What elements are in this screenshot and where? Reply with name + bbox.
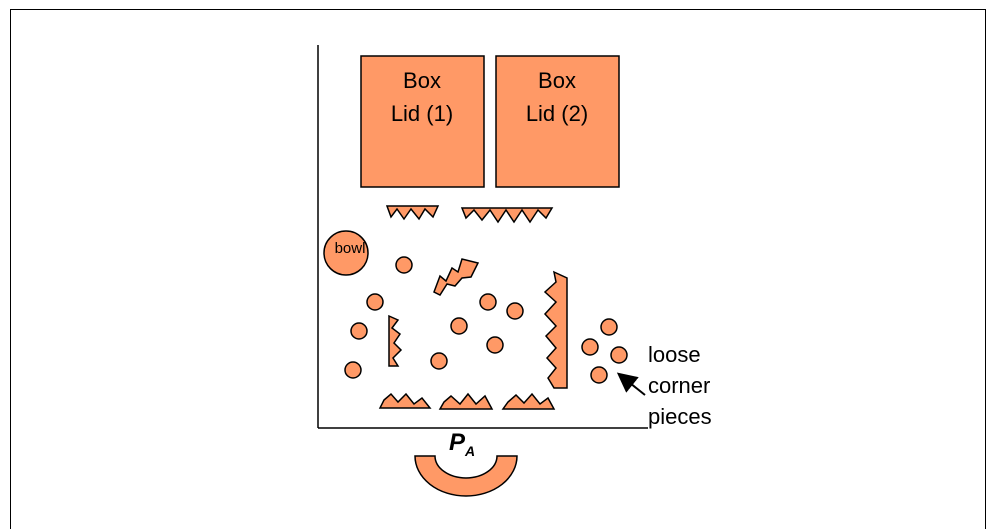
pa-label-main: P bbox=[449, 429, 466, 456]
jagged-piece bbox=[433, 258, 480, 296]
corner-piece bbox=[350, 322, 368, 340]
jagged-piece bbox=[460, 207, 554, 224]
annotation-line2: corner bbox=[648, 373, 710, 398]
corner-piece bbox=[581, 338, 599, 356]
pa-label-subscript: A bbox=[464, 443, 475, 459]
corner-piece bbox=[450, 317, 468, 335]
jagged-piece bbox=[388, 314, 403, 367]
jagged-piece bbox=[385, 205, 440, 221]
box-lid-2 bbox=[495, 55, 620, 188]
corner-piece bbox=[486, 336, 504, 354]
corner-piece bbox=[395, 256, 413, 274]
corner-piece bbox=[344, 361, 362, 379]
box-lid-2-label-line2: Lid (2) bbox=[526, 101, 588, 126]
bowl-label: bowl bbox=[335, 240, 366, 257]
box-lid-1-label-line1: Box bbox=[403, 68, 441, 93]
corner-piece bbox=[610, 346, 628, 364]
corner-piece bbox=[506, 302, 524, 320]
corner-piece bbox=[590, 366, 608, 384]
corner-piece bbox=[366, 293, 384, 311]
bowl bbox=[323, 230, 369, 276]
box-lid-1-label-line2: Lid (1) bbox=[391, 101, 453, 126]
box-lid-2-label-line1: Box bbox=[538, 68, 576, 93]
annotation-line1: loose bbox=[648, 342, 701, 367]
jagged-piece bbox=[378, 392, 432, 409]
diagram-frame bbox=[10, 9, 986, 529]
jagged-piece bbox=[543, 270, 568, 389]
jagged-piece bbox=[438, 392, 494, 410]
annotation-line3: pieces bbox=[648, 404, 712, 429]
corner-piece bbox=[479, 293, 497, 311]
semicircle-piece bbox=[414, 455, 518, 497]
pa-label: PA bbox=[449, 429, 475, 459]
corner-piece bbox=[430, 352, 448, 370]
annotation-arrow bbox=[616, 372, 646, 396]
box-lid-1 bbox=[360, 55, 485, 188]
corner-pieces bbox=[344, 256, 628, 384]
jagged-piece bbox=[501, 392, 556, 410]
corner-piece bbox=[600, 318, 618, 336]
